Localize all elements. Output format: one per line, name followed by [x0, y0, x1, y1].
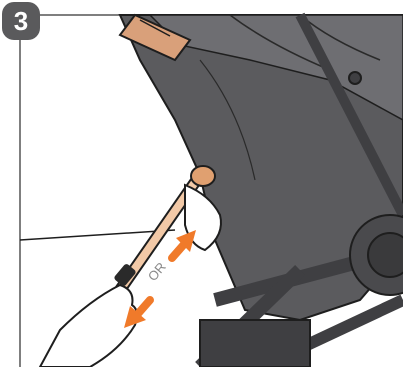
lower-hand: [40, 263, 137, 367]
alternative-label: OR: [145, 259, 169, 284]
step-number: 3: [14, 6, 28, 36]
rivet-icon: [349, 72, 361, 84]
step-number-badge: 3: [2, 2, 40, 40]
push-arrow: [172, 230, 196, 258]
